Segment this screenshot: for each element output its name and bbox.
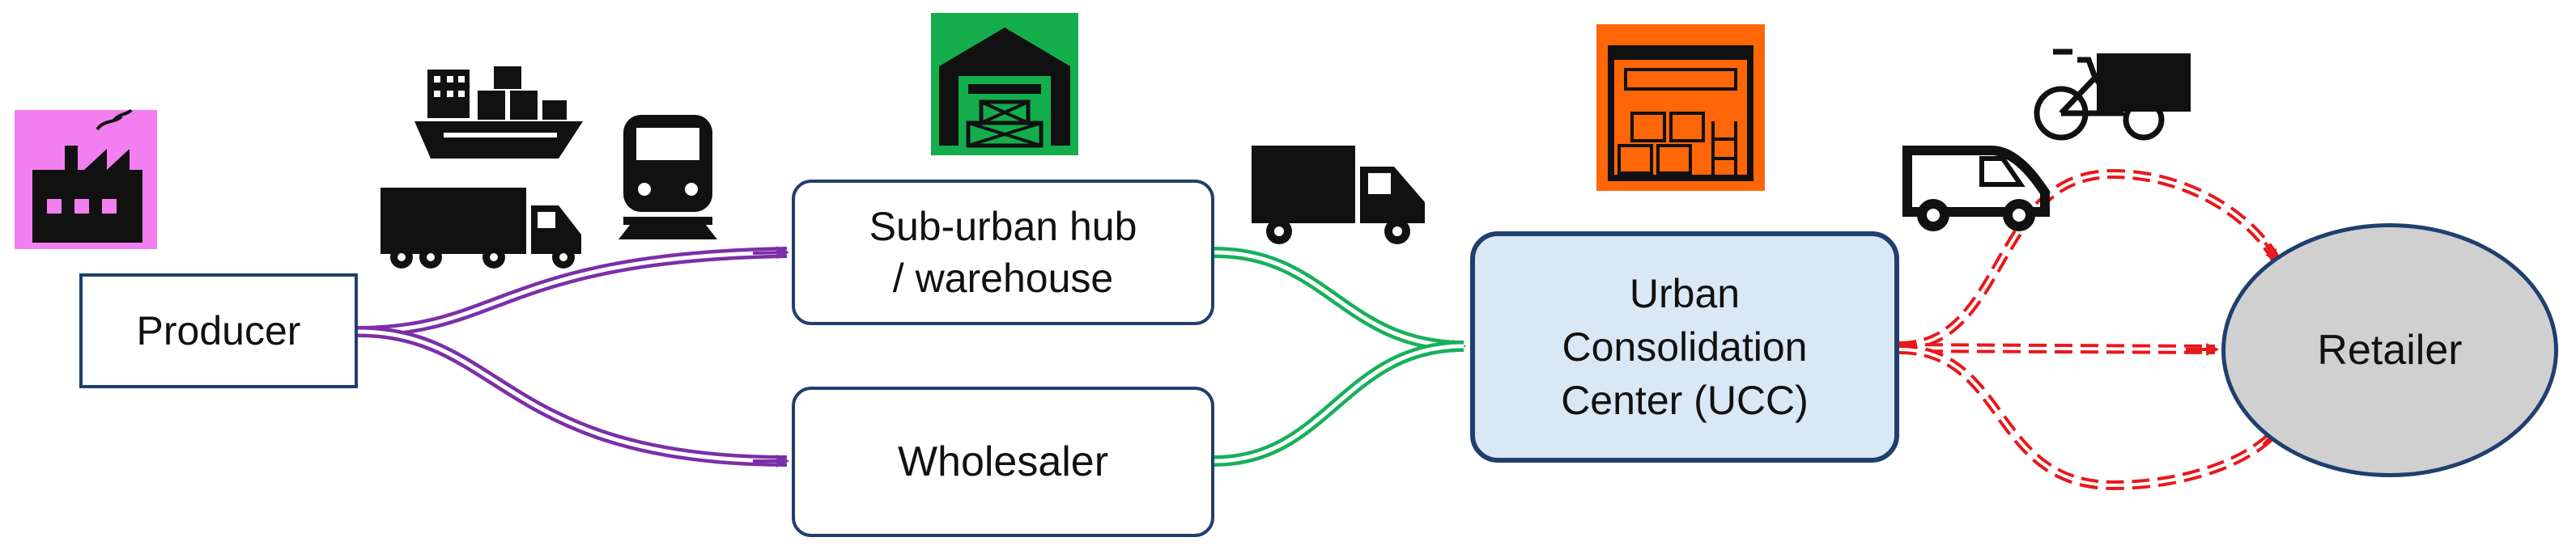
warehouse-icon — [931, 13, 1078, 155]
producer-to-hub-arrow — [357, 246, 790, 337]
hub-label-line-1: Sub-urban hub — [869, 204, 1137, 249]
factory-icon — [15, 108, 157, 249]
hub-to-ucc-arrow — [1214, 247, 1467, 353]
ucc-label-line-1: Urban — [1629, 271, 1741, 316]
delivery-truck-icon — [1252, 146, 1425, 244]
ucc-node: Urban Consolidation Center (UCC) — [1470, 231, 1899, 463]
train-icon — [618, 115, 717, 239]
ucc-to-retailer-lower-arrow — [1898, 345, 2281, 491]
semi-truck-icon — [380, 188, 581, 269]
wholesaler-to-ucc-arrow — [1214, 341, 1464, 467]
retailer-node: Retailer — [2221, 223, 2558, 477]
wholesaler-node: Wholesaler — [792, 387, 1214, 537]
producer-label: Producer — [136, 308, 301, 353]
producer-to-wholesaler-arrow — [357, 326, 790, 468]
producer-node: Producer — [79, 273, 358, 388]
ucc-to-retailer-middle-arrow — [1898, 343, 2220, 356]
container-ship-icon — [414, 66, 583, 159]
consolidation-center-icon — [1596, 24, 1765, 191]
cargo-bike-icon — [2034, 49, 2191, 141]
ucc-label-line-2: Consolidation — [1562, 324, 1808, 370]
ucc-label-line-3: Center (UCC) — [1561, 378, 1809, 423]
van-icon — [1902, 146, 2050, 231]
suburban-hub-node: Sub-urban hub / warehouse — [792, 180, 1214, 325]
hub-label-line-2: / warehouse — [892, 256, 1114, 301]
ucc-to-retailer-upper-arrow — [1898, 168, 2281, 351]
retailer-label: Retailer — [2317, 327, 2463, 374]
wholesaler-label: Wholesaler — [897, 438, 1109, 485]
